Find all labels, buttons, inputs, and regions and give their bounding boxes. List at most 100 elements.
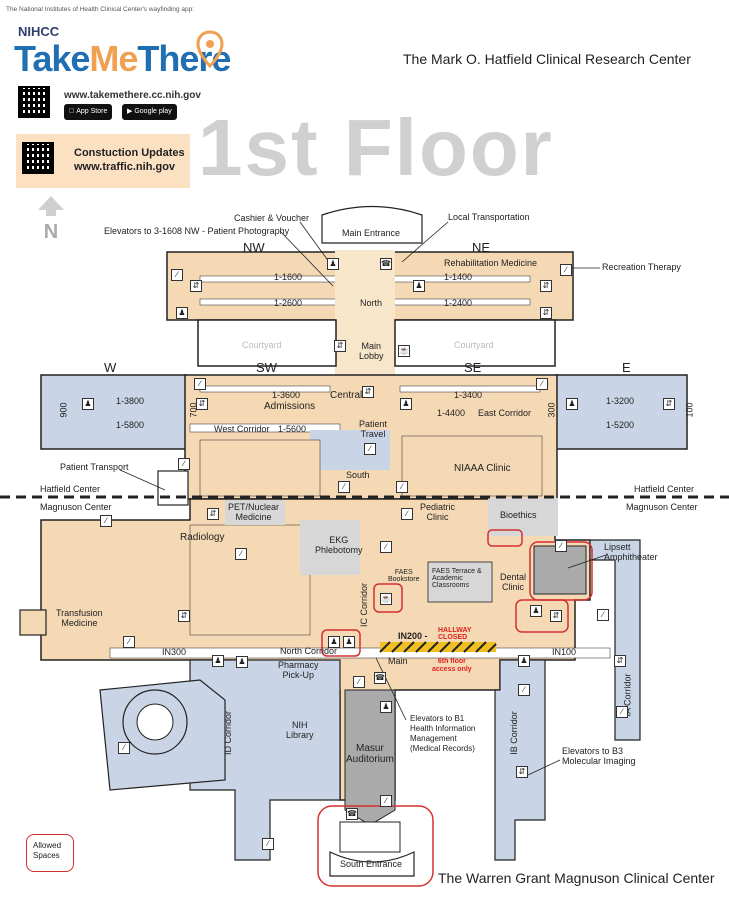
restroom-icon[interactable]: ♟ xyxy=(328,636,340,648)
elevator-icon[interactable]: ⇵ xyxy=(663,398,675,410)
south-entrance-label: South Entrance xyxy=(340,859,403,869)
restroom-icon[interactable]: ♟ xyxy=(530,605,542,617)
restroom-icon[interactable]: ♟ xyxy=(380,701,392,713)
south-label: South xyxy=(346,470,370,480)
restroom-icon[interactable]: ♟ xyxy=(236,656,248,668)
restroom-icon[interactable]: ♟ xyxy=(82,398,94,410)
elevator-icon[interactable]: ⇵ xyxy=(178,610,190,622)
cashier-voucher-label: Cashier & Voucher xyxy=(234,213,310,223)
elevator-icon[interactable]: ⇵ xyxy=(550,610,562,622)
elevator-icon[interactable]: ⇵ xyxy=(516,766,528,778)
north-label: North xyxy=(360,298,383,308)
app-store-button[interactable]:  App Store xyxy=(64,104,113,120)
room-1-4400: 1-4400 xyxy=(437,408,466,418)
stairs-icon[interactable]: ∕ xyxy=(380,541,392,553)
room-1-3600: 1-3600 xyxy=(272,390,301,400)
elevator-icon[interactable]: ⇵ xyxy=(207,508,219,520)
stairs-icon[interactable]: ∕ xyxy=(338,481,350,493)
wing-900: 900 xyxy=(58,402,69,418)
cafe-icon[interactable]: ☕ xyxy=(380,593,392,605)
stairs-icon[interactable]: ∕ xyxy=(518,684,530,696)
niaaa-clinic-label: NIAAA Clinic xyxy=(454,463,511,474)
sixth-floor-access-label: 6th floor access only xyxy=(432,658,472,673)
stairs-icon[interactable]: ∕ xyxy=(123,636,135,648)
restroom-icon[interactable]: ♟ xyxy=(327,258,339,270)
cafe-icon[interactable]: ☕ xyxy=(398,345,410,357)
stairs-icon[interactable]: ∕ xyxy=(171,269,183,281)
phone-icon[interactable]: ☎ xyxy=(346,808,358,820)
construction-updates-text[interactable]: Constuction Updates www.traffic.nih.gov xyxy=(74,147,185,173)
courtyard-left-label: Courtyard xyxy=(242,340,282,350)
floor-map xyxy=(0,205,729,887)
masur-auditorium-label: Masur Auditorium xyxy=(346,743,394,765)
ib-corridor-label: IB Corridor xyxy=(508,711,519,755)
restroom-icon[interactable]: ♟ xyxy=(400,398,412,410)
stairs-icon[interactable]: ∕ xyxy=(194,378,206,390)
restroom-icon[interactable]: ♟ xyxy=(212,655,224,667)
qr-code-icon[interactable] xyxy=(18,86,50,118)
room-1-1600: 1-1600 xyxy=(274,272,303,282)
elevator-icon[interactable]: ⇵ xyxy=(614,655,626,667)
room-1-3400: 1-3400 xyxy=(454,390,483,400)
faes-terrace-label: FAES Terrace & Academic Classrooms xyxy=(432,568,482,589)
zone-se: SE xyxy=(464,360,482,375)
stairs-icon[interactable]: ∕ xyxy=(396,481,408,493)
room-1-3800: 1-3800 xyxy=(116,396,145,406)
stairs-icon[interactable]: ∕ xyxy=(235,548,247,560)
qr-code-updates-icon[interactable] xyxy=(22,142,54,174)
zone-sw: SW xyxy=(256,360,277,375)
stairs-icon[interactable]: ∕ xyxy=(560,264,572,276)
pharmacy-pickup-label: Pharmacy Pick-Up xyxy=(278,660,319,680)
wing-300: 300 xyxy=(546,402,557,418)
restroom-icon[interactable]: ♟ xyxy=(413,280,425,292)
stairs-icon[interactable]: ∕ xyxy=(262,838,274,850)
logo-take: Take xyxy=(14,38,90,79)
restroom-icon[interactable]: ♟ xyxy=(566,398,578,410)
recreation-therapy-label: Recreation Therapy xyxy=(602,262,681,272)
restroom-icon[interactable]: ♟ xyxy=(176,307,188,319)
apple-icon:  xyxy=(69,108,74,115)
north-arrow-icon: N xyxy=(38,196,64,242)
room-1-5200: 1-5200 xyxy=(606,420,635,430)
stairs-icon[interactable]: ∕ xyxy=(364,443,376,455)
magnuson-center-right-label: Magnuson Center xyxy=(626,502,698,512)
stairs-icon[interactable]: ∕ xyxy=(616,706,628,718)
restroom-icon[interactable]: ♟ xyxy=(518,655,530,667)
stairs-icon[interactable]: ∕ xyxy=(555,540,567,552)
phone-icon[interactable]: ☎ xyxy=(380,258,392,270)
stairs-icon[interactable]: ∕ xyxy=(353,676,365,688)
pediatric-clinic-label: Pediatric Clinic xyxy=(420,502,456,522)
elevator-icon[interactable]: ⇵ xyxy=(190,280,202,292)
patient-transport-label: Patient Transport xyxy=(60,462,129,472)
elevators-b3-label: Elevators to B3 Molecular Imaging xyxy=(562,746,636,766)
room-1-5800: 1-5800 xyxy=(116,420,145,430)
central-label: Central xyxy=(330,390,363,401)
wayfinding-note: The National Institutes of Health Clinic… xyxy=(6,6,195,13)
nih-library-label: NIH Library xyxy=(286,720,314,740)
stairs-icon[interactable]: ∕ xyxy=(401,508,413,520)
stairs-icon[interactable]: ∕ xyxy=(597,609,609,621)
elevator-icon[interactable]: ⇵ xyxy=(362,386,374,398)
phone-icon[interactable]: ☎ xyxy=(374,672,386,684)
north-corridor-label: North Corridor xyxy=(280,646,338,656)
room-1-5600: 1-5600 xyxy=(278,424,307,434)
google-play-button[interactable]: ▶ Google play xyxy=(122,104,177,120)
elevator-icon[interactable]: ⇵ xyxy=(540,307,552,319)
floor-title: 1st Floor xyxy=(198,103,554,192)
room-1-3200: 1-3200 xyxy=(606,396,635,406)
courtyard-right-label: Courtyard xyxy=(454,340,494,350)
stairs-icon[interactable]: ∕ xyxy=(100,515,112,527)
west-corridor-label: West Corridor xyxy=(214,424,270,434)
magnuson-title: The Warren Grant Magnuson Clinical Cente… xyxy=(438,870,715,886)
app-url[interactable]: www.takemethere.cc.nih.gov xyxy=(64,90,201,101)
stairs-icon[interactable]: ∕ xyxy=(380,795,392,807)
elevator-icon[interactable]: ⇵ xyxy=(334,340,346,352)
stairs-icon[interactable]: ∕ xyxy=(118,742,130,754)
stairs-icon[interactable]: ∕ xyxy=(178,458,190,470)
elevator-icon[interactable]: ⇵ xyxy=(196,398,208,410)
dental-clinic-label: Dental Clinic xyxy=(500,572,527,592)
elevator-icon[interactable]: ⇵ xyxy=(540,280,552,292)
stairs-icon[interactable]: ∕ xyxy=(536,378,548,390)
restroom-icon[interactable]: ♟ xyxy=(343,636,355,648)
zone-ne: NE xyxy=(472,240,491,255)
